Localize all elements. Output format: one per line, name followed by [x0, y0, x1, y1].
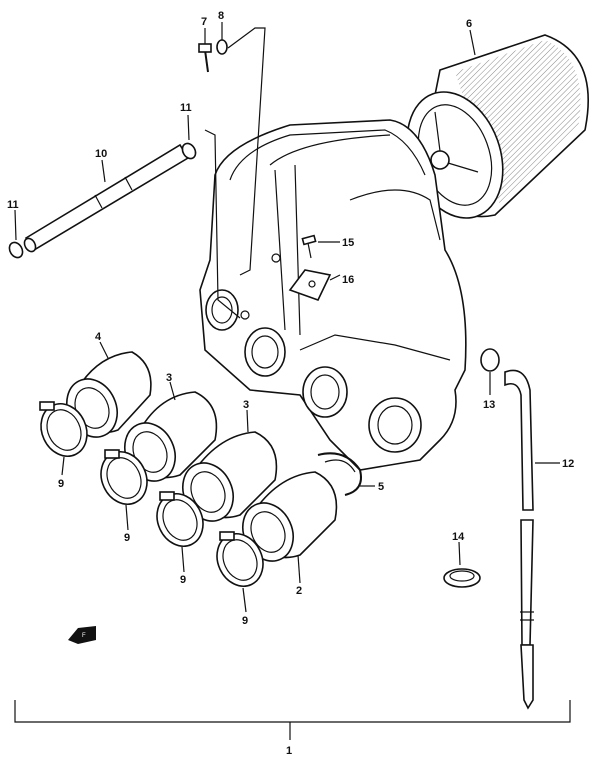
clamp-14 [443, 568, 481, 588]
screw-7 [198, 43, 212, 73]
assembly-bracket [14, 700, 571, 740]
callout-4: 4 [95, 331, 102, 343]
clamp-13 [480, 348, 500, 372]
callout-1: 1 [286, 745, 292, 757]
callout-3a: 3 [166, 372, 172, 384]
clip-11-lower [8, 241, 24, 259]
leader-lines [14, 22, 560, 613]
breather-tube-10 [23, 143, 190, 253]
drain-hose-12 [504, 369, 534, 710]
svg-text:F: F [82, 633, 86, 639]
callout-6: 6 [466, 18, 472, 30]
hose-clamp-9c [156, 491, 204, 547]
intake-boot-2 [242, 471, 338, 562]
screw-15 [301, 234, 317, 259]
callout-3b: 3 [243, 399, 249, 411]
air-cleaner-case [199, 119, 467, 471]
ring-5 [317, 452, 362, 496]
hose-clamp-9a [39, 401, 88, 457]
callout-9a: 9 [58, 478, 64, 490]
callout-8: 8 [218, 10, 224, 22]
air-filter-element [406, 34, 589, 219]
callout-9c: 9 [180, 574, 186, 586]
clip-11-upper [181, 142, 197, 160]
front-arrow-icon: F [68, 626, 96, 644]
callout-11b: 11 [7, 199, 19, 211]
callout-7: 7 [201, 16, 207, 28]
callout-14: 14 [452, 531, 465, 543]
washer-8 [216, 39, 228, 55]
callout-11a: 11 [180, 102, 192, 114]
callout-5: 5 [378, 481, 384, 493]
callout-16: 16 [342, 274, 354, 286]
callout-12: 12 [562, 458, 574, 470]
bracket-16 [288, 269, 332, 301]
hose-clamp-9b [100, 449, 148, 505]
callout-13: 13 [483, 399, 495, 411]
callout-15: 15 [342, 237, 354, 249]
callout-9d: 9 [242, 615, 248, 627]
hose-clamp-9d [216, 531, 264, 587]
callout-10: 10 [95, 148, 107, 160]
callout-9b: 9 [124, 532, 130, 544]
callout-2: 2 [296, 585, 302, 597]
